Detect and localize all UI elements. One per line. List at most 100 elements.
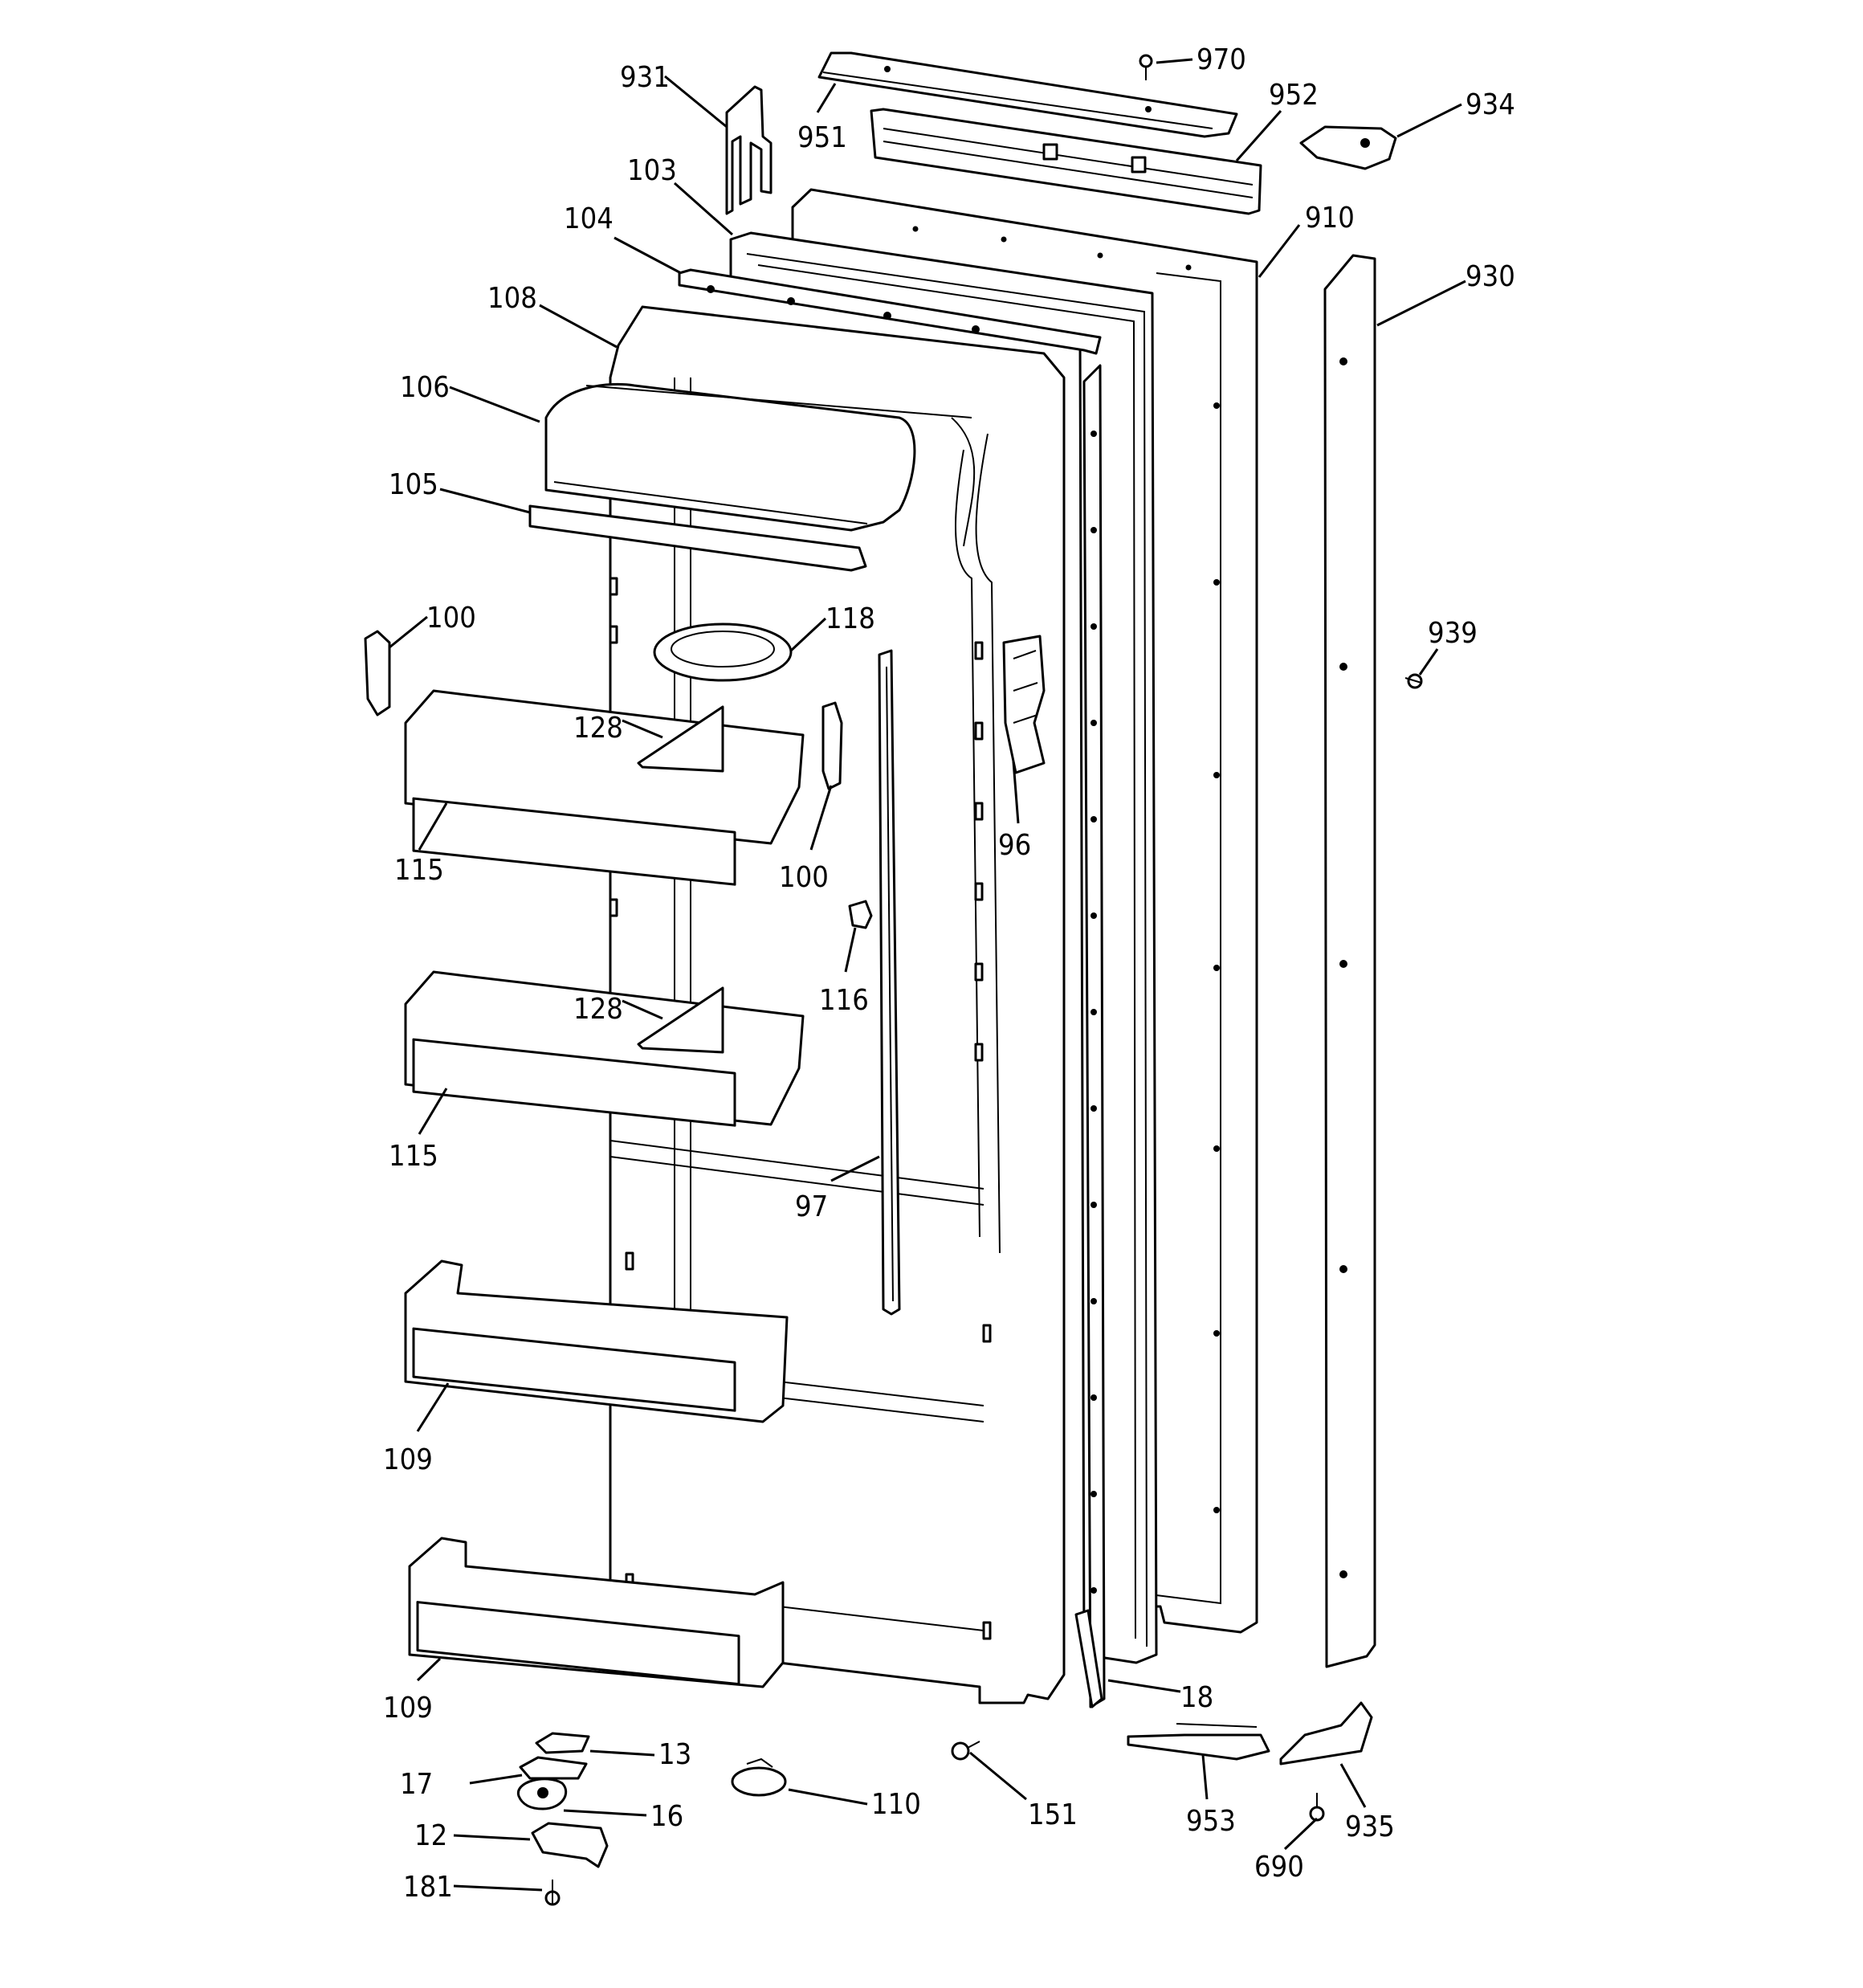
part-939-screw bbox=[1404, 673, 1423, 689]
callout-16: 16 bbox=[650, 1800, 683, 1833]
leader-97 bbox=[830, 1155, 880, 1182]
leader-690 bbox=[1283, 1817, 1319, 1851]
part-100-clip-left bbox=[364, 630, 391, 716]
leader-13 bbox=[589, 1749, 655, 1757]
leader-115a bbox=[418, 802, 448, 851]
leader-931 bbox=[664, 75, 728, 129]
callout-128a: 128 bbox=[573, 712, 623, 745]
part-96-insulation bbox=[1002, 635, 1046, 774]
callout-115a: 115 bbox=[394, 854, 444, 887]
callout-105: 105 bbox=[389, 468, 438, 501]
part-97-strip bbox=[878, 649, 901, 1316]
part-952-top-channel bbox=[870, 108, 1262, 215]
part-13-shim bbox=[535, 1732, 590, 1754]
leader-103 bbox=[674, 182, 733, 236]
leader-105 bbox=[439, 488, 531, 514]
callout-104: 104 bbox=[564, 202, 614, 235]
callout-934: 934 bbox=[1466, 88, 1515, 121]
part-116-plug bbox=[848, 900, 873, 929]
leader-128a bbox=[622, 719, 663, 739]
leader-930 bbox=[1376, 280, 1466, 327]
part-953-bottom-trim bbox=[1127, 1723, 1270, 1761]
part-16-bushing bbox=[517, 1778, 568, 1810]
leader-910 bbox=[1258, 224, 1301, 278]
callout-935: 935 bbox=[1345, 1810, 1395, 1843]
part-12-hinge-bracket bbox=[531, 1822, 609, 1868]
leader-17 bbox=[469, 1774, 523, 1785]
part-151-screw bbox=[951, 1741, 980, 1761]
callout-17: 17 bbox=[400, 1768, 433, 1801]
callout-97: 97 bbox=[795, 1190, 828, 1223]
part-930-handle bbox=[1323, 254, 1376, 1668]
callout-116: 116 bbox=[819, 984, 869, 1017]
callout-100b: 100 bbox=[779, 861, 829, 894]
callout-103: 103 bbox=[627, 154, 677, 187]
callout-951: 951 bbox=[797, 121, 847, 154]
callout-106: 106 bbox=[400, 371, 450, 404]
leader-104 bbox=[614, 236, 682, 275]
part-109-bin-upper bbox=[404, 1259, 789, 1423]
leader-100b bbox=[809, 785, 833, 851]
callout-128b: 128 bbox=[573, 993, 623, 1026]
leader-116 bbox=[844, 927, 857, 973]
leader-106 bbox=[449, 386, 540, 423]
callout-12: 12 bbox=[414, 1819, 447, 1852]
callout-108: 108 bbox=[487, 282, 537, 315]
part-106-dairy-cover bbox=[544, 382, 916, 532]
leader-109a bbox=[416, 1382, 450, 1432]
leader-181 bbox=[453, 1884, 543, 1892]
part-115-bin-lower bbox=[404, 970, 805, 1127]
part-690-screw bbox=[1309, 1793, 1325, 1822]
leader-939 bbox=[1418, 648, 1439, 676]
leader-100a bbox=[389, 615, 428, 649]
callout-labels: 931 951 970 952 934 103 104 910 930 108 … bbox=[383, 43, 1515, 1904]
callout-181: 181 bbox=[403, 1871, 453, 1904]
leader-96 bbox=[1012, 761, 1020, 824]
callout-110: 110 bbox=[871, 1788, 921, 1821]
part-104-support-strip bbox=[678, 268, 1102, 355]
callout-930: 930 bbox=[1466, 260, 1515, 293]
leader-951 bbox=[816, 83, 837, 113]
part-951-top-trim bbox=[817, 51, 1238, 138]
callout-115b: 115 bbox=[389, 1140, 438, 1173]
callout-953: 953 bbox=[1186, 1805, 1236, 1838]
part-109-bin-lower bbox=[408, 1537, 785, 1688]
part-108-compartment bbox=[585, 385, 976, 547]
leader-108 bbox=[539, 304, 618, 349]
part-17-washer bbox=[519, 1756, 588, 1780]
leader-lines bbox=[389, 58, 1466, 1892]
callout-690: 690 bbox=[1254, 1851, 1304, 1884]
leader-952 bbox=[1235, 110, 1282, 161]
callout-18: 18 bbox=[1180, 1681, 1213, 1714]
part-105-strip bbox=[528, 504, 867, 572]
leader-953 bbox=[1201, 1754, 1209, 1800]
leader-151 bbox=[969, 1751, 1027, 1801]
callout-109a: 109 bbox=[383, 1443, 433, 1476]
callout-151: 151 bbox=[1028, 1798, 1078, 1831]
part-118-tray bbox=[653, 623, 793, 682]
part-181-screw bbox=[544, 1880, 561, 1906]
callout-13: 13 bbox=[658, 1738, 691, 1771]
leader-128b bbox=[622, 999, 663, 1020]
callout-118: 118 bbox=[826, 602, 875, 635]
leader-109b bbox=[416, 1657, 442, 1682]
leader-970 bbox=[1156, 58, 1193, 64]
part-110-cap bbox=[731, 1757, 787, 1797]
part-934-hinge-cover bbox=[1299, 125, 1397, 170]
leader-12 bbox=[453, 1834, 531, 1841]
leader-118 bbox=[789, 617, 827, 652]
callout-952: 952 bbox=[1269, 79, 1319, 112]
callout-96: 96 bbox=[998, 829, 1031, 862]
callout-100a: 100 bbox=[426, 602, 476, 635]
callout-910: 910 bbox=[1305, 202, 1355, 235]
leader-18 bbox=[1107, 1679, 1181, 1693]
part-100-clip-right bbox=[821, 701, 843, 790]
callout-970: 970 bbox=[1196, 43, 1246, 76]
callout-931: 931 bbox=[620, 61, 670, 94]
part-115-bin-upper bbox=[404, 689, 805, 886]
part-18-gasket-strip bbox=[1074, 364, 1106, 1708]
leader-935 bbox=[1339, 1763, 1367, 1808]
leader-934 bbox=[1396, 103, 1462, 138]
part-970-screw bbox=[1139, 54, 1153, 80]
callout-109b: 109 bbox=[383, 1692, 433, 1725]
